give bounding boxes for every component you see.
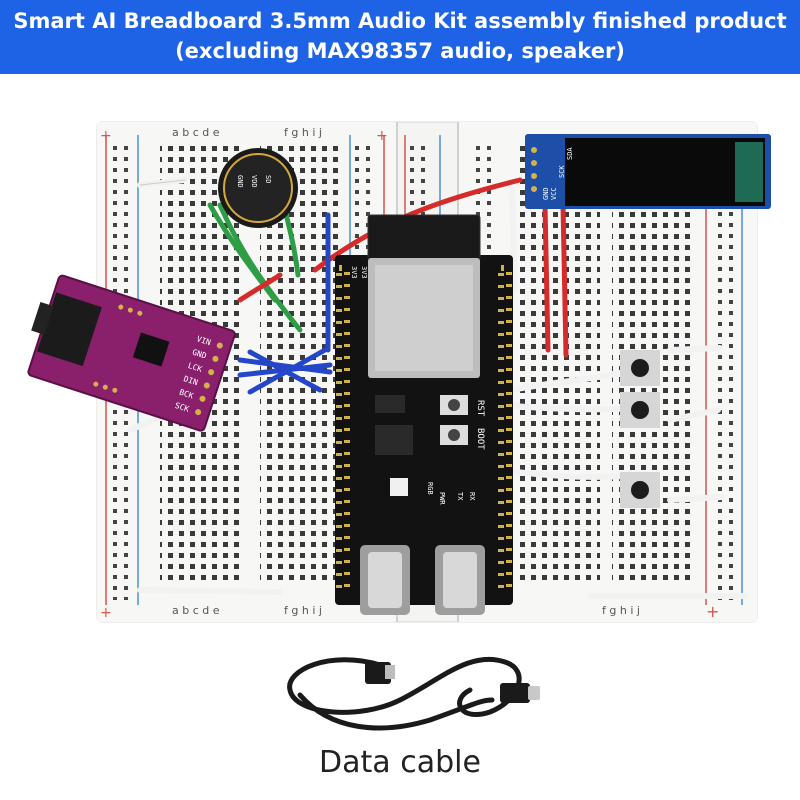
col-letters-bottom-right-2: f g h i j xyxy=(602,604,640,617)
col-letters-top-right: f g h i j xyxy=(284,126,322,139)
plus-sign-br: + xyxy=(706,602,719,621)
boot-button-label: BOOT xyxy=(475,428,485,450)
audio-pin-label: DIN xyxy=(182,374,199,387)
audio-pin-label: VIN xyxy=(195,334,212,347)
mic-pin-label: SD xyxy=(264,175,272,183)
product-photo: a b c d e f g h i j a b c d e f g h i j … xyxy=(27,121,771,731)
plus-sign-tl: + xyxy=(100,128,112,144)
title-line-2: (excluding MAX98357 audio, speaker) xyxy=(175,39,625,63)
mic-pin-label: VDD xyxy=(250,175,258,188)
microphone-module: GND VDD SD xyxy=(218,148,298,228)
col-letters-bottom-right: f g h i j xyxy=(284,604,322,617)
title-banner: Smart AI Breadboard 3.5mm Audio Kit asse… xyxy=(0,0,800,74)
audio-pin-label: BCK xyxy=(178,388,195,401)
col-letters-bottom-left: a b c d e xyxy=(172,604,220,617)
led-label: RGB xyxy=(426,482,434,495)
caption-data-cable: Data cable xyxy=(319,745,481,780)
col-letters-top-left: a b c d e xyxy=(172,126,220,139)
audio-pin-label: SCK xyxy=(174,401,191,414)
rst-button-label: RST xyxy=(475,400,485,417)
top-pin-label: 3V3 xyxy=(350,266,358,279)
plus-sign-tm: + xyxy=(376,128,388,144)
oled-display: GND VCC SCK SDA xyxy=(525,134,771,209)
esp32-board: RST BOOT RGB PWR TX RX 3V3 3V3 xyxy=(335,214,513,615)
oled-pin-label: SCK xyxy=(558,165,566,178)
led-label: RX xyxy=(468,492,476,501)
tactile-buttons xyxy=(620,350,660,508)
oled-pin-label: VCC xyxy=(550,187,558,200)
oled-pin-label: GND xyxy=(542,187,550,200)
audio-jack-module: VIN GND LCK DIN BCK SCK xyxy=(27,274,236,432)
title-line-1: Smart AI Breadboard 3.5mm Audio Kit asse… xyxy=(13,9,787,33)
led-label: TX xyxy=(456,492,464,501)
plus-sign-bl: + xyxy=(100,605,112,621)
audio-pin-label: LCK xyxy=(187,361,204,374)
audio-pin-label: GND xyxy=(191,348,208,361)
mic-pin-label: GND xyxy=(236,175,244,188)
top-pin-label: 3V3 xyxy=(360,266,368,279)
led-label: PWR xyxy=(438,492,446,505)
usb-cable xyxy=(287,656,540,731)
oled-pin-label: SDA xyxy=(566,147,574,160)
